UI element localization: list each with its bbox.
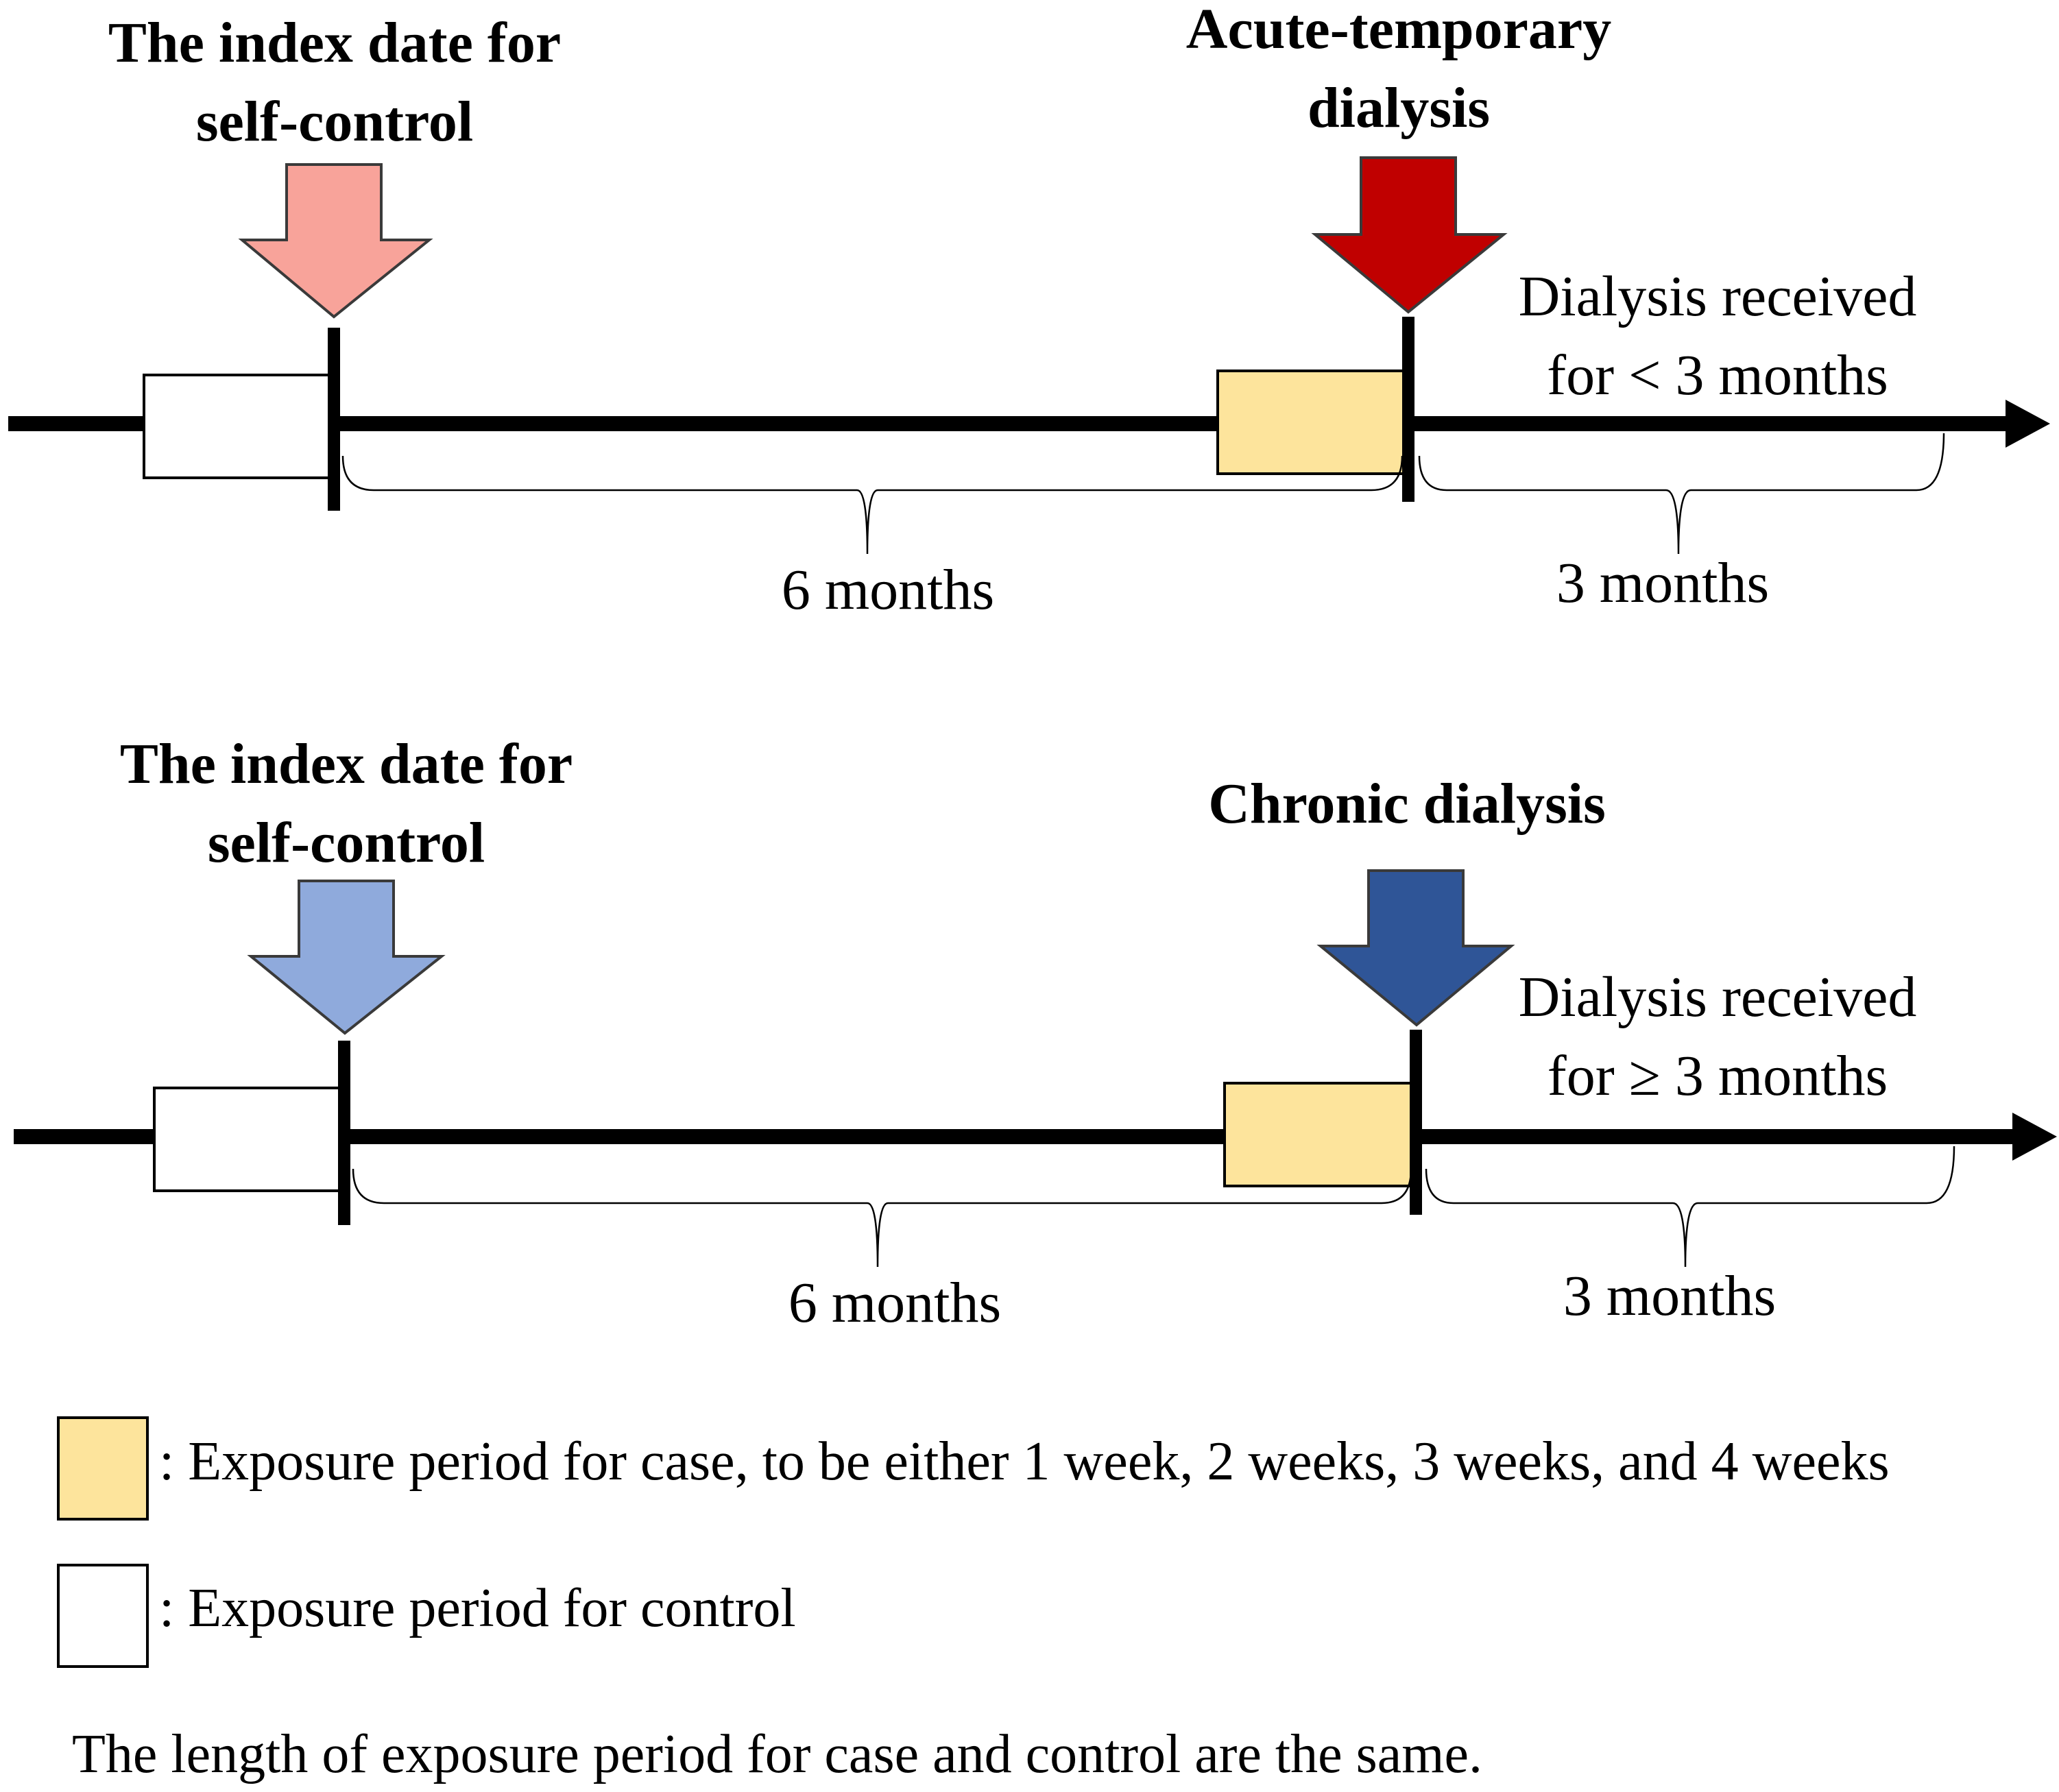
six-month-brace [352, 1168, 1412, 1268]
six-month-brace [341, 455, 1404, 555]
panel-acute: The index date for self-control Acute-te… [8, 0, 2050, 622]
six-months-label: 6 months [788, 1271, 1001, 1335]
control-exposure-box [153, 1087, 346, 1192]
three-month-brace [1418, 433, 1945, 555]
event-label-line1: Chronic dialysis [1208, 772, 1606, 836]
case-exposure-box [1216, 370, 1408, 475]
legend-case-swatch [57, 1416, 149, 1521]
three-month-brace [1425, 1146, 1955, 1268]
control-exposure-box [143, 374, 335, 479]
index-date-label-line2: self-control [208, 811, 485, 875]
event-note-line1: Dialysis received [1519, 265, 1917, 328]
index-date-label-line1: The index date for [108, 11, 561, 75]
six-months-label: 6 months [782, 558, 994, 622]
index-date-arrow [247, 880, 446, 1035]
legend: : Exposure period for case, to be either… [57, 1416, 1890, 1668]
footnote: The length of exposure period for case a… [72, 1724, 1482, 1784]
index-date-arrow [238, 163, 433, 319]
index-date-label-line1: The index date for [120, 732, 573, 796]
three-months-label: 3 months [1556, 551, 1769, 615]
event-label-line1: Acute-temporary [1186, 0, 1611, 61]
event-arrow [1316, 869, 1515, 1027]
legend-case-text: : Exposure period for case, to be either… [159, 1431, 1890, 1492]
event-note-line1: Dialysis received [1519, 965, 1917, 1029]
panel-chronic: The index date for self-control Chronic … [14, 732, 2057, 1335]
event-note-line2: for ≥ 3 months [1548, 1044, 1888, 1108]
case-exposure-box [1223, 1082, 1417, 1187]
event-note-line2: for < 3 months [1547, 343, 1888, 407]
timeline-arrowhead [2012, 1113, 2057, 1161]
timeline-arrowhead [2006, 400, 2050, 448]
three-months-label: 3 months [1563, 1264, 1776, 1328]
event-label-line2: dialysis [1308, 76, 1490, 140]
legend-control-text: : Exposure period for control [159, 1578, 796, 1638]
index-date-label-line2: self-control [196, 90, 473, 154]
legend-control-swatch [57, 1564, 149, 1668]
event-arrow [1311, 156, 1508, 314]
